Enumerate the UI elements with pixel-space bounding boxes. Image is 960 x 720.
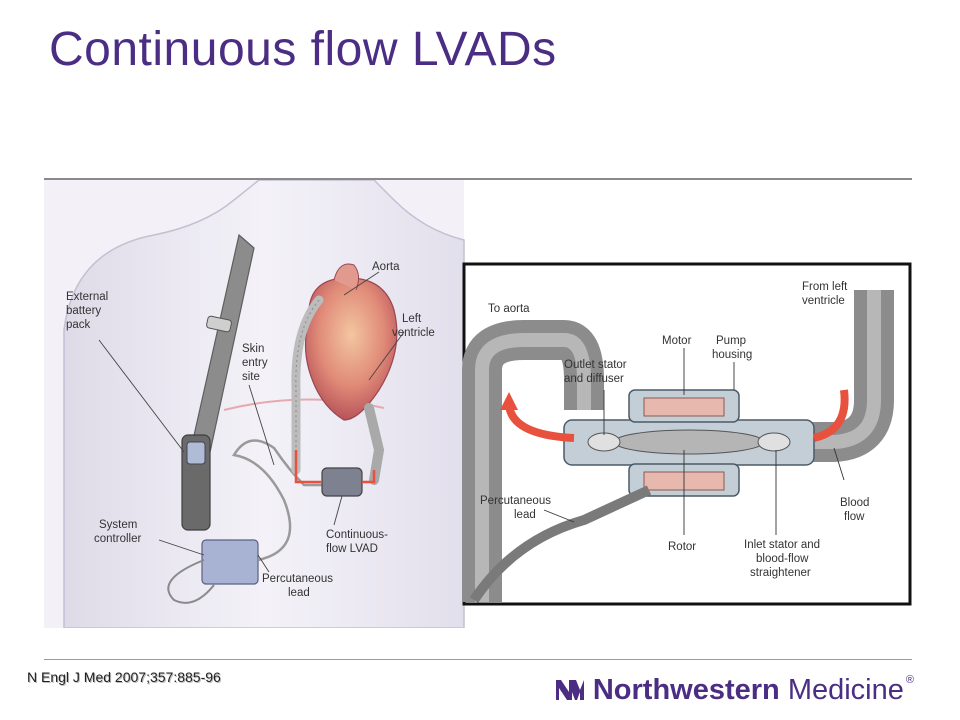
northwestern-medicine-logo: Northwestern Medicine® — [555, 673, 914, 707]
aorta-vessel — [333, 263, 360, 291]
inset-outlet-stator — [587, 432, 621, 452]
leader-lines — [98, 271, 405, 573]
top-divider — [44, 178, 912, 180]
label-continuous-flow-lvad: Continuous- flow LVAD — [326, 529, 391, 555]
label-pump-housing: Pump housing — [712, 335, 752, 361]
label-inlet-stator: Inlet stator and blood-flow straightener — [744, 539, 823, 579]
inset-rotor — [613, 429, 765, 455]
inflow-cannula — [364, 403, 385, 485]
inset-inlet-stator — [757, 432, 791, 452]
logo-wordmark: Northwestern Medicine® — [593, 674, 914, 707]
label-skin-entry-site: Skin entry site — [242, 343, 271, 383]
citation: N Engl J Med 2007;357:885-96 — [27, 669, 221, 685]
logo-trademark: ® — [905, 673, 914, 686]
flow-arrow-right — [362, 470, 376, 484]
label-left-ventricle: Left ventricle — [392, 313, 435, 339]
battery-window — [186, 441, 206, 465]
percutaneous-lead-line — [231, 439, 329, 562]
flow-arrow-left — [294, 450, 322, 484]
system-controller — [201, 539, 259, 585]
lvad-figure: External battery pack Skin entry site Ao… — [44, 180, 912, 628]
label-to-aorta: To aorta — [488, 303, 530, 315]
label-rotor: Rotor — [668, 541, 696, 553]
label-from-left-ventricle: From left ventricle — [802, 281, 851, 307]
inset-flow-arrow-in — [812, 389, 849, 442]
label-aorta: Aorta — [372, 261, 400, 273]
inset-motor-top — [643, 397, 725, 417]
torso-outline — [63, 180, 465, 628]
logo-bold-text: Northwestern — [592, 673, 780, 706]
label-motor: Motor — [662, 335, 692, 347]
label-percutaneous-lead-left: Percutaneous lead — [262, 573, 336, 599]
label-blood-flow: Blood flow — [840, 497, 873, 523]
nm-logo-icon — [555, 680, 584, 700]
label-percutaneous-lead-inset: Percutaneous lead — [480, 495, 554, 521]
label-system-controller: System controller — [94, 519, 141, 545]
bottom-divider — [44, 659, 912, 660]
label-outlet-stator: Outlet stator and diffuser — [564, 359, 630, 385]
controller-cable — [167, 559, 215, 604]
logo-regular-text: Medicine — [787, 673, 904, 706]
strap-buckle — [206, 315, 232, 333]
inset-percutaneous-lead — [469, 485, 652, 603]
lvad-diagram: External battery pack Skin entry site Ao… — [44, 180, 912, 628]
inset-flow-arrow-out — [505, 404, 575, 442]
slide-title: Continuous flow LVADs — [49, 23, 557, 76]
lvad-pump — [321, 467, 363, 497]
label-external-battery-pack: External battery pack — [66, 291, 111, 331]
